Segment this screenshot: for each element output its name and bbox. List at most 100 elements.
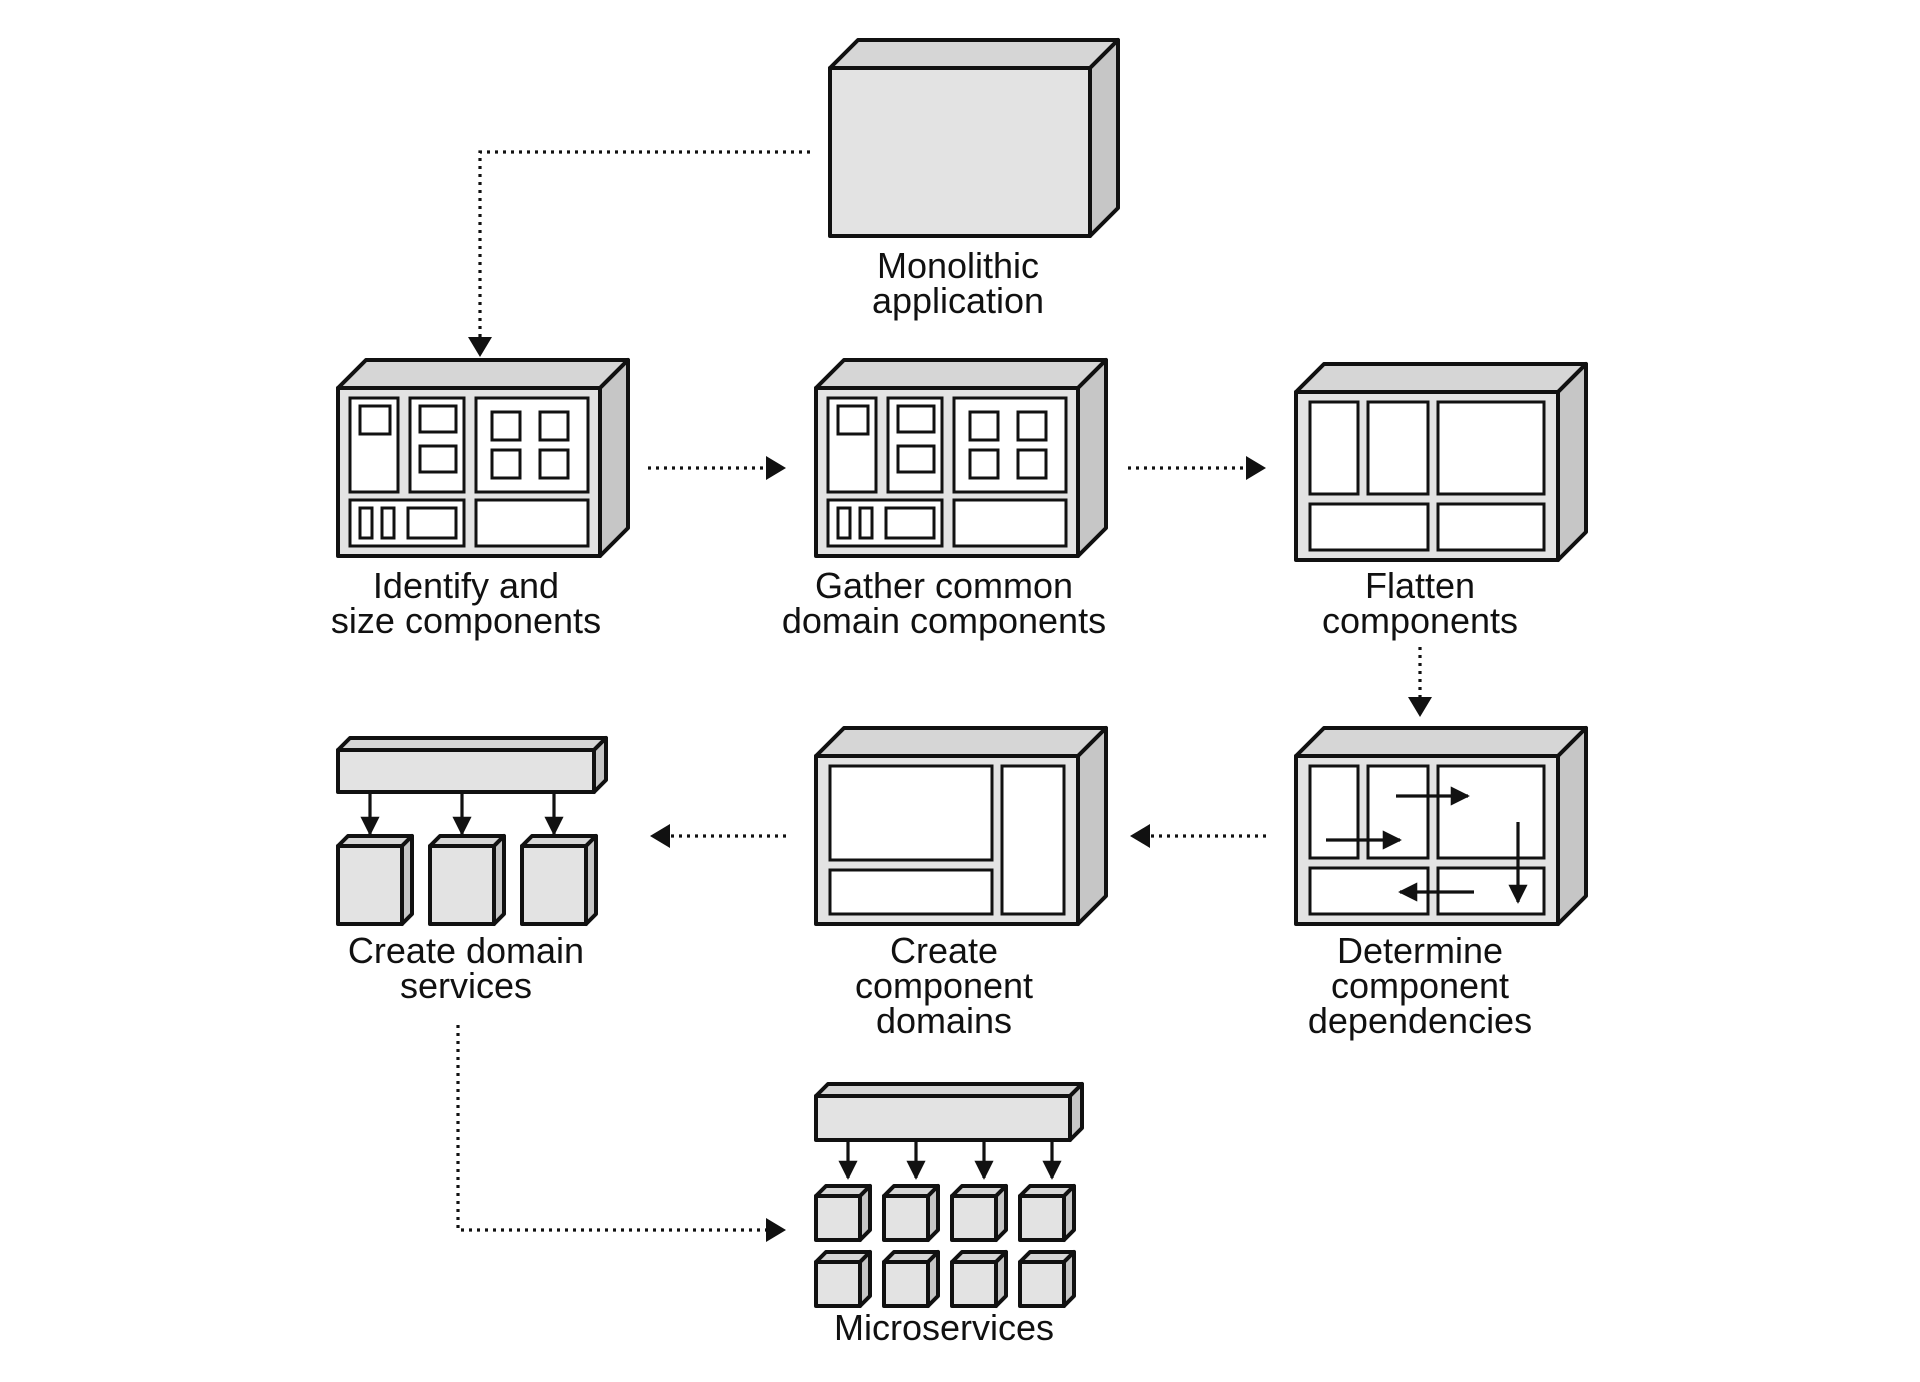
micro-box-top-4-face	[1018, 1194, 1066, 1242]
deps-box-side	[1556, 726, 1588, 926]
flatten-panel-a	[1308, 400, 1360, 496]
box-gather-chip-6	[968, 448, 1000, 480]
components-highlighted-box-icon	[814, 358, 1108, 558]
label-identify: Identify and size components	[331, 565, 601, 641]
box-gather-chip-5	[1016, 410, 1048, 442]
label-component-domains: Create component domains	[855, 930, 1033, 1041]
label-domain-services: Create domain services	[348, 930, 584, 1006]
box-identify-panel-e	[474, 498, 590, 548]
label-component-domains-line2: component	[855, 965, 1033, 1006]
micro-box-bottom-1-face	[814, 1260, 862, 1308]
flatten-panel-c	[1436, 400, 1546, 496]
label-component-domains-line3: domains	[876, 1000, 1012, 1041]
edge-services-to-microservices	[456, 1025, 768, 1232]
box-gather-top	[814, 358, 1108, 390]
service-box-3-face	[520, 844, 588, 926]
edge-services-to-microservices-head	[766, 1218, 786, 1242]
flattened-components-box-icon	[1294, 362, 1588, 562]
domain-services-icon	[336, 736, 608, 926]
box-identify-chip-1	[358, 404, 392, 436]
domain-panels-box-icon	[814, 726, 1108, 926]
domains-panel-bottom	[828, 868, 994, 916]
label-dependencies-line2: component	[1331, 965, 1509, 1006]
label-flatten: Flatten components	[1322, 565, 1518, 641]
box-gather-panel-e	[952, 498, 1068, 548]
domains-panel-side	[1000, 764, 1066, 916]
label-component-domains-line1: Create	[890, 930, 998, 971]
dependency-arrows-box-icon	[1294, 726, 1588, 926]
micro-box-bottom-2-face	[882, 1260, 930, 1308]
monolith-box-icon	[828, 38, 1120, 238]
deps-panel-b	[1366, 764, 1430, 860]
box-gather-chip-2	[896, 404, 936, 434]
box-gather-chip-3	[896, 444, 936, 474]
label-flatten-line1: Flatten	[1365, 565, 1475, 606]
box-gather-chip-1	[836, 404, 870, 436]
label-monolith-line1: Monolithic	[877, 245, 1039, 286]
domains-panel-main	[828, 764, 994, 862]
edge-monolith-to-identify	[478, 150, 810, 340]
monolith-box-top	[828, 38, 1120, 70]
box-identify-chip-2	[418, 404, 458, 434]
label-flatten-line2: components	[1322, 600, 1518, 641]
box-identify-chip-7	[538, 448, 570, 480]
edge-flatten-to-dependencies-head	[1408, 697, 1432, 717]
micro-bar-face	[814, 1094, 1072, 1142]
label-gather-line2: domain components	[782, 600, 1106, 641]
box-identify-chip-6	[490, 448, 522, 480]
box-gather-chip-4	[968, 410, 1000, 442]
edge-dependencies-to-domains-head	[1130, 824, 1150, 848]
label-microservices-line1: Microservices	[834, 1307, 1054, 1348]
label-monolith-line2: application	[872, 280, 1044, 321]
label-dependencies-line1: Determine	[1337, 930, 1503, 971]
flow-connectors	[456, 150, 1432, 1242]
micro-box-top-1-face	[814, 1194, 862, 1242]
edge-domains-to-services-head	[650, 824, 670, 848]
box-gather-chip-10	[884, 506, 936, 540]
service-box-1-face	[336, 844, 404, 926]
box-identify-top	[336, 358, 630, 390]
domains-box-top	[814, 726, 1108, 758]
box-gather-chip-7	[1016, 448, 1048, 480]
flatten-box-side	[1556, 362, 1588, 562]
label-dependencies-line3: dependencies	[1308, 1000, 1532, 1041]
deps-panel-c	[1436, 764, 1546, 860]
micro-box-top-2-face	[882, 1194, 930, 1242]
box-identify-chip-10	[406, 506, 458, 540]
box-identify-chip-4	[490, 410, 522, 442]
micro-box-bottom-4-face	[1018, 1260, 1066, 1308]
edge-gather-to-flatten-head	[1246, 456, 1266, 480]
edge-monolith-to-identify-head	[468, 337, 492, 357]
components-box-icon	[336, 358, 630, 558]
services-bar-face	[336, 748, 596, 794]
service-box-2-face	[428, 844, 496, 926]
deps-box-top	[1294, 726, 1588, 758]
label-microservices: Microservices	[834, 1307, 1054, 1348]
micro-box-bottom-3-face	[950, 1260, 998, 1308]
label-dependencies: Determine component dependencies	[1308, 930, 1532, 1041]
label-domain-services-line2: services	[400, 965, 532, 1006]
flatten-panel-b	[1366, 400, 1430, 496]
micro-box-top-3-face	[950, 1194, 998, 1242]
label-domain-services-line1: Create domain	[348, 930, 584, 971]
deps-panel-a	[1308, 764, 1360, 860]
microservices-grid-icon	[814, 1082, 1084, 1308]
box-identify-chip-8	[358, 506, 374, 540]
flatten-panel-e	[1436, 502, 1546, 552]
box-identify-chip-9	[380, 506, 396, 540]
box-gather-side	[1076, 358, 1108, 558]
edge-identify-to-gather-head	[766, 456, 786, 480]
monolith-box-side	[1088, 38, 1120, 238]
box-gather-chip-9	[858, 506, 874, 540]
label-gather: Gather common domain components	[782, 565, 1106, 641]
box-identify-side	[598, 358, 630, 558]
domains-box-side	[1076, 726, 1108, 926]
flatten-panel-d	[1308, 502, 1430, 552]
label-identify-line2: size components	[331, 600, 601, 641]
box-identify-chip-5	[538, 410, 570, 442]
flatten-box-top	[1294, 362, 1588, 394]
box-gather-chip-8	[836, 506, 852, 540]
box-identify-chip-3	[418, 444, 458, 474]
label-identify-line1: Identify and	[373, 565, 559, 606]
